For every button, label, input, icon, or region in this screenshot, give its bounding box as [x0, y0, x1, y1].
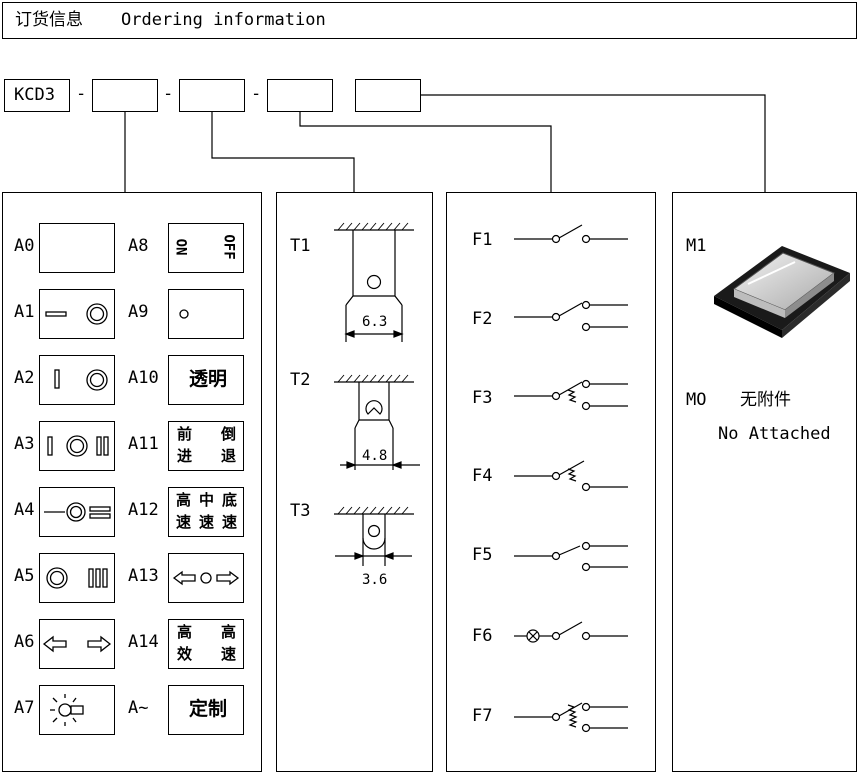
a11-t1: 前 [177, 425, 193, 443]
connector-lines [124, 94, 766, 192]
a12-t6: 速 [222, 513, 238, 531]
a-code-custom: A~ [128, 698, 149, 718]
a-custom-cell: 定制 [168, 685, 244, 735]
code-sep-1: - [76, 84, 87, 104]
a11-t3: 进 [177, 447, 193, 465]
a-code-1: A1 [14, 302, 35, 322]
a12-t3: 底 [222, 491, 238, 509]
a11-cell: 前 倒 进 退 [168, 421, 244, 471]
code-prefix: KCD3 [14, 85, 55, 105]
a-code-7: A7 [14, 698, 35, 718]
f2-code: F2 [472, 309, 493, 329]
a0-cell [39, 223, 115, 273]
a-code-3: A3 [14, 434, 35, 454]
f7-code: F7 [472, 706, 493, 726]
f1-code: F1 [472, 230, 493, 250]
a12-t1: 高 [176, 491, 192, 509]
a8-off: OFF [220, 234, 237, 260]
code-slot-a [92, 79, 158, 112]
t1-dim: 6.3 [362, 314, 388, 330]
a1-cell [39, 289, 115, 339]
m0-label-en: No Attached [718, 424, 831, 444]
a-code-14: A14 [128, 632, 159, 652]
a14-t4: 速 [221, 645, 237, 663]
m0-label-cn: 无附件 [740, 390, 791, 410]
a9-cell [168, 289, 244, 339]
a12-t5: 速 [199, 513, 215, 531]
code-slot-m [355, 79, 421, 112]
header-title-en: Ordering information [121, 10, 326, 30]
a14-t1: 高 [177, 623, 193, 641]
f4-code: F4 [472, 466, 493, 486]
a8-cell [168, 223, 244, 273]
t3-dim: 3.6 [362, 572, 388, 588]
a14-t3: 效 [177, 645, 193, 663]
a-code-9: A9 [128, 302, 149, 322]
a-code-4: A4 [14, 500, 35, 520]
a11-t2: 倒 [221, 425, 237, 443]
t1-code: T1 [290, 236, 311, 256]
a-code-12: A12 [128, 500, 159, 520]
a3-cell [39, 421, 115, 471]
a-code-10: A10 [128, 368, 159, 388]
a4-cell [39, 487, 115, 537]
panel-f [446, 192, 656, 772]
a-custom-text: 定制 [189, 698, 228, 720]
panel-t [276, 192, 433, 772]
a-code-2: A2 [14, 368, 35, 388]
f3-code: F3 [472, 388, 493, 408]
a6-cell [39, 619, 115, 669]
m0-code: MO [686, 390, 707, 410]
f5-code: F5 [472, 545, 493, 565]
code-sep-2: - [163, 84, 174, 104]
a12-t2: 中 [199, 491, 215, 509]
panel-a [2, 192, 262, 772]
a2-cell [39, 355, 115, 405]
m1-code: M1 [686, 236, 707, 256]
code-slot-f [267, 79, 333, 112]
a-code-8: A8 [128, 236, 149, 256]
a14-t2: 高 [221, 623, 237, 641]
a-code-13: A13 [128, 566, 159, 586]
t2-dim: 4.8 [362, 448, 388, 464]
a14-cell: 高 高 效 速 [168, 619, 244, 669]
a-code-6: A6 [14, 632, 35, 652]
a13-cell [168, 553, 244, 603]
a-code-11: A11 [128, 434, 159, 454]
a8-on: ON [172, 238, 189, 256]
f6-code: F6 [472, 626, 493, 646]
a10-cell: 透明 [168, 355, 244, 405]
code-slot-t [179, 79, 245, 112]
a11-t4: 退 [221, 447, 237, 465]
t3-code: T3 [290, 501, 311, 521]
t2-code: T2 [290, 370, 311, 390]
a-code-0: A0 [14, 236, 35, 256]
a12-t4: 速 [176, 513, 192, 531]
a10-text: 透明 [189, 368, 228, 390]
code-prefix-box: KCD3 [4, 79, 70, 112]
a-code-5: A5 [14, 566, 35, 586]
header-title-cn: 订货信息 [15, 10, 83, 30]
panel-m [672, 192, 857, 772]
code-sep-3: - [251, 84, 262, 104]
a12-cell: 高 中 底 速 速 速 [168, 487, 244, 537]
header-bar: 订货信息 Ordering information [2, 2, 857, 39]
a7-cell [39, 685, 115, 735]
a5-cell [39, 553, 115, 603]
